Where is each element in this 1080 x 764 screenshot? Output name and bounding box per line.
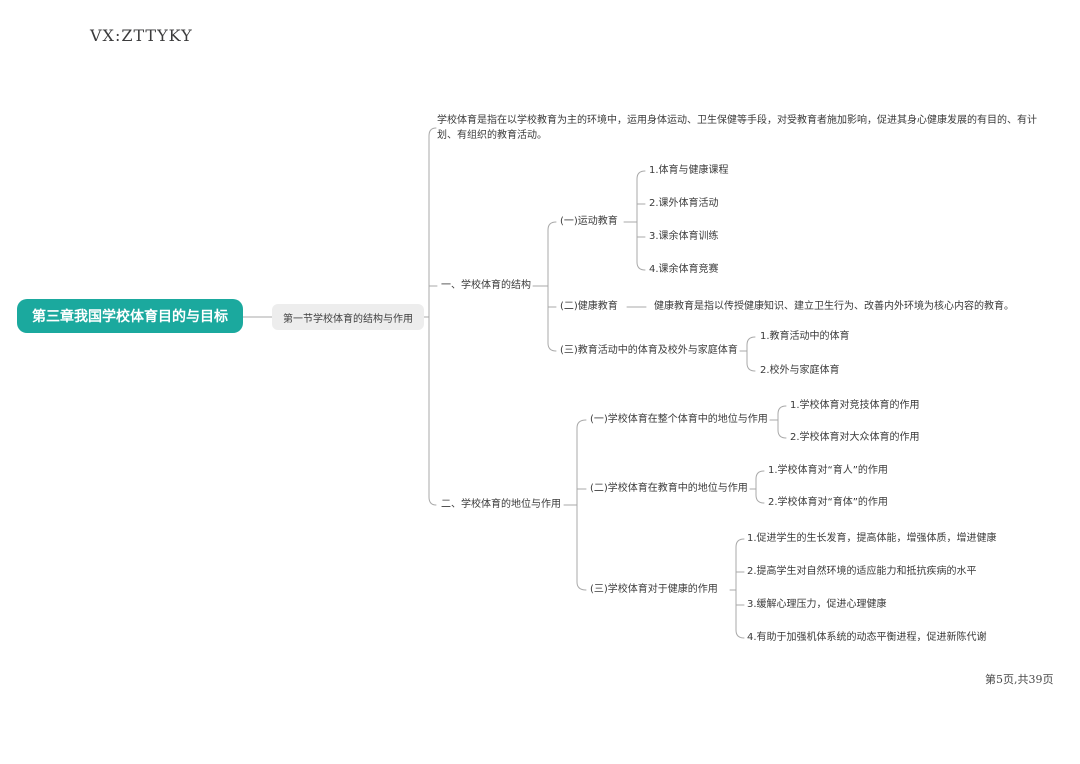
connector xyxy=(547,221,557,352)
connector xyxy=(735,538,745,639)
connector xyxy=(777,405,787,439)
page-indicator: 第5页,共39页 xyxy=(985,673,1054,686)
connector xyxy=(576,419,587,591)
topic-branch2[interactable]: 二、学校体育的地位与作用 xyxy=(441,499,561,510)
leaf-relieve-pressure[interactable]: 3.缓解心理压力，促进心理健康 xyxy=(747,599,887,610)
leaf-dynamic-balance-metabolism[interactable]: 4.有助于加强机体系统的动态平衡进程，促进新陈代谢 xyxy=(747,632,987,643)
leaf-pe-in-education-activities[interactable]: 1.教育活动中的体育 xyxy=(760,331,850,342)
school-pe-definition[interactable]: 学校体育是指在以学校教育为主的环境中，运用身体运动、卫生保健等手段，对受教育者施… xyxy=(437,115,1037,141)
leaf-pe-health-course[interactable]: 1.体育与健康课程 xyxy=(649,165,729,176)
connector xyxy=(746,336,756,372)
section-topic[interactable]: 第一节学校体育的结构与作用 xyxy=(272,304,424,330)
leaf-role-mass-sport[interactable]: 2.学校体育对大众体育的作用 xyxy=(790,432,920,443)
leaf-role-educating-person[interactable]: 1.学校体育对“育人”的作用 xyxy=(768,465,888,476)
leaf-out-of-school-family-pe[interactable]: 2.校外与家庭体育 xyxy=(760,365,840,376)
topic-role-for-health[interactable]: (三)学校体育对于健康的作用 xyxy=(590,584,718,595)
connector xyxy=(428,127,437,506)
leaf-after-school-training[interactable]: 3.课余体育训练 xyxy=(649,231,719,242)
watermark: VX:ZTTYKY xyxy=(90,26,193,45)
topic-role-in-whole-sport[interactable]: (一)学校体育在整个体育中的地位与作用 xyxy=(590,414,768,425)
leaf-role-competitive-sport[interactable]: 1.学校体育对竞技体育的作用 xyxy=(790,400,920,411)
root-topic[interactable]: 第三章我国学校体育目的与目标 xyxy=(17,299,243,333)
connector xyxy=(636,170,646,271)
topic-sport-education[interactable]: (一)运动教育 xyxy=(560,216,618,227)
leaf-adaptation-resistance[interactable]: 2.提高学生对自然环境的适应能力和抵抗疾病的水平 xyxy=(747,566,977,577)
leaf-promote-growth[interactable]: 1.促进学生的生长发育，提高体能，增强体质，增进健康 xyxy=(747,533,997,544)
connector xyxy=(755,470,765,504)
topic-role-in-education[interactable]: (二)学校体育在教育中的地位与作用 xyxy=(590,483,748,494)
topic-branch1[interactable]: 一、学校体育的结构 xyxy=(441,280,531,291)
topic-pe-in-activities-and-family[interactable]: (三)教育活动中的体育及校外与家庭体育 xyxy=(560,345,738,356)
leaf-extracurricular-activity[interactable]: 2.课外体育活动 xyxy=(649,198,719,209)
leaf-role-educating-body[interactable]: 2.学校体育对“育体”的作用 xyxy=(768,497,888,508)
topic-health-education[interactable]: (二)健康教育 xyxy=(560,301,618,312)
health-education-definition[interactable]: 健康教育是指以传授健康知识、建立卫生行为、改善内外环境为核心内容的教育。 xyxy=(654,301,1014,312)
leaf-after-school-competition[interactable]: 4.课余体育竞赛 xyxy=(649,264,719,275)
